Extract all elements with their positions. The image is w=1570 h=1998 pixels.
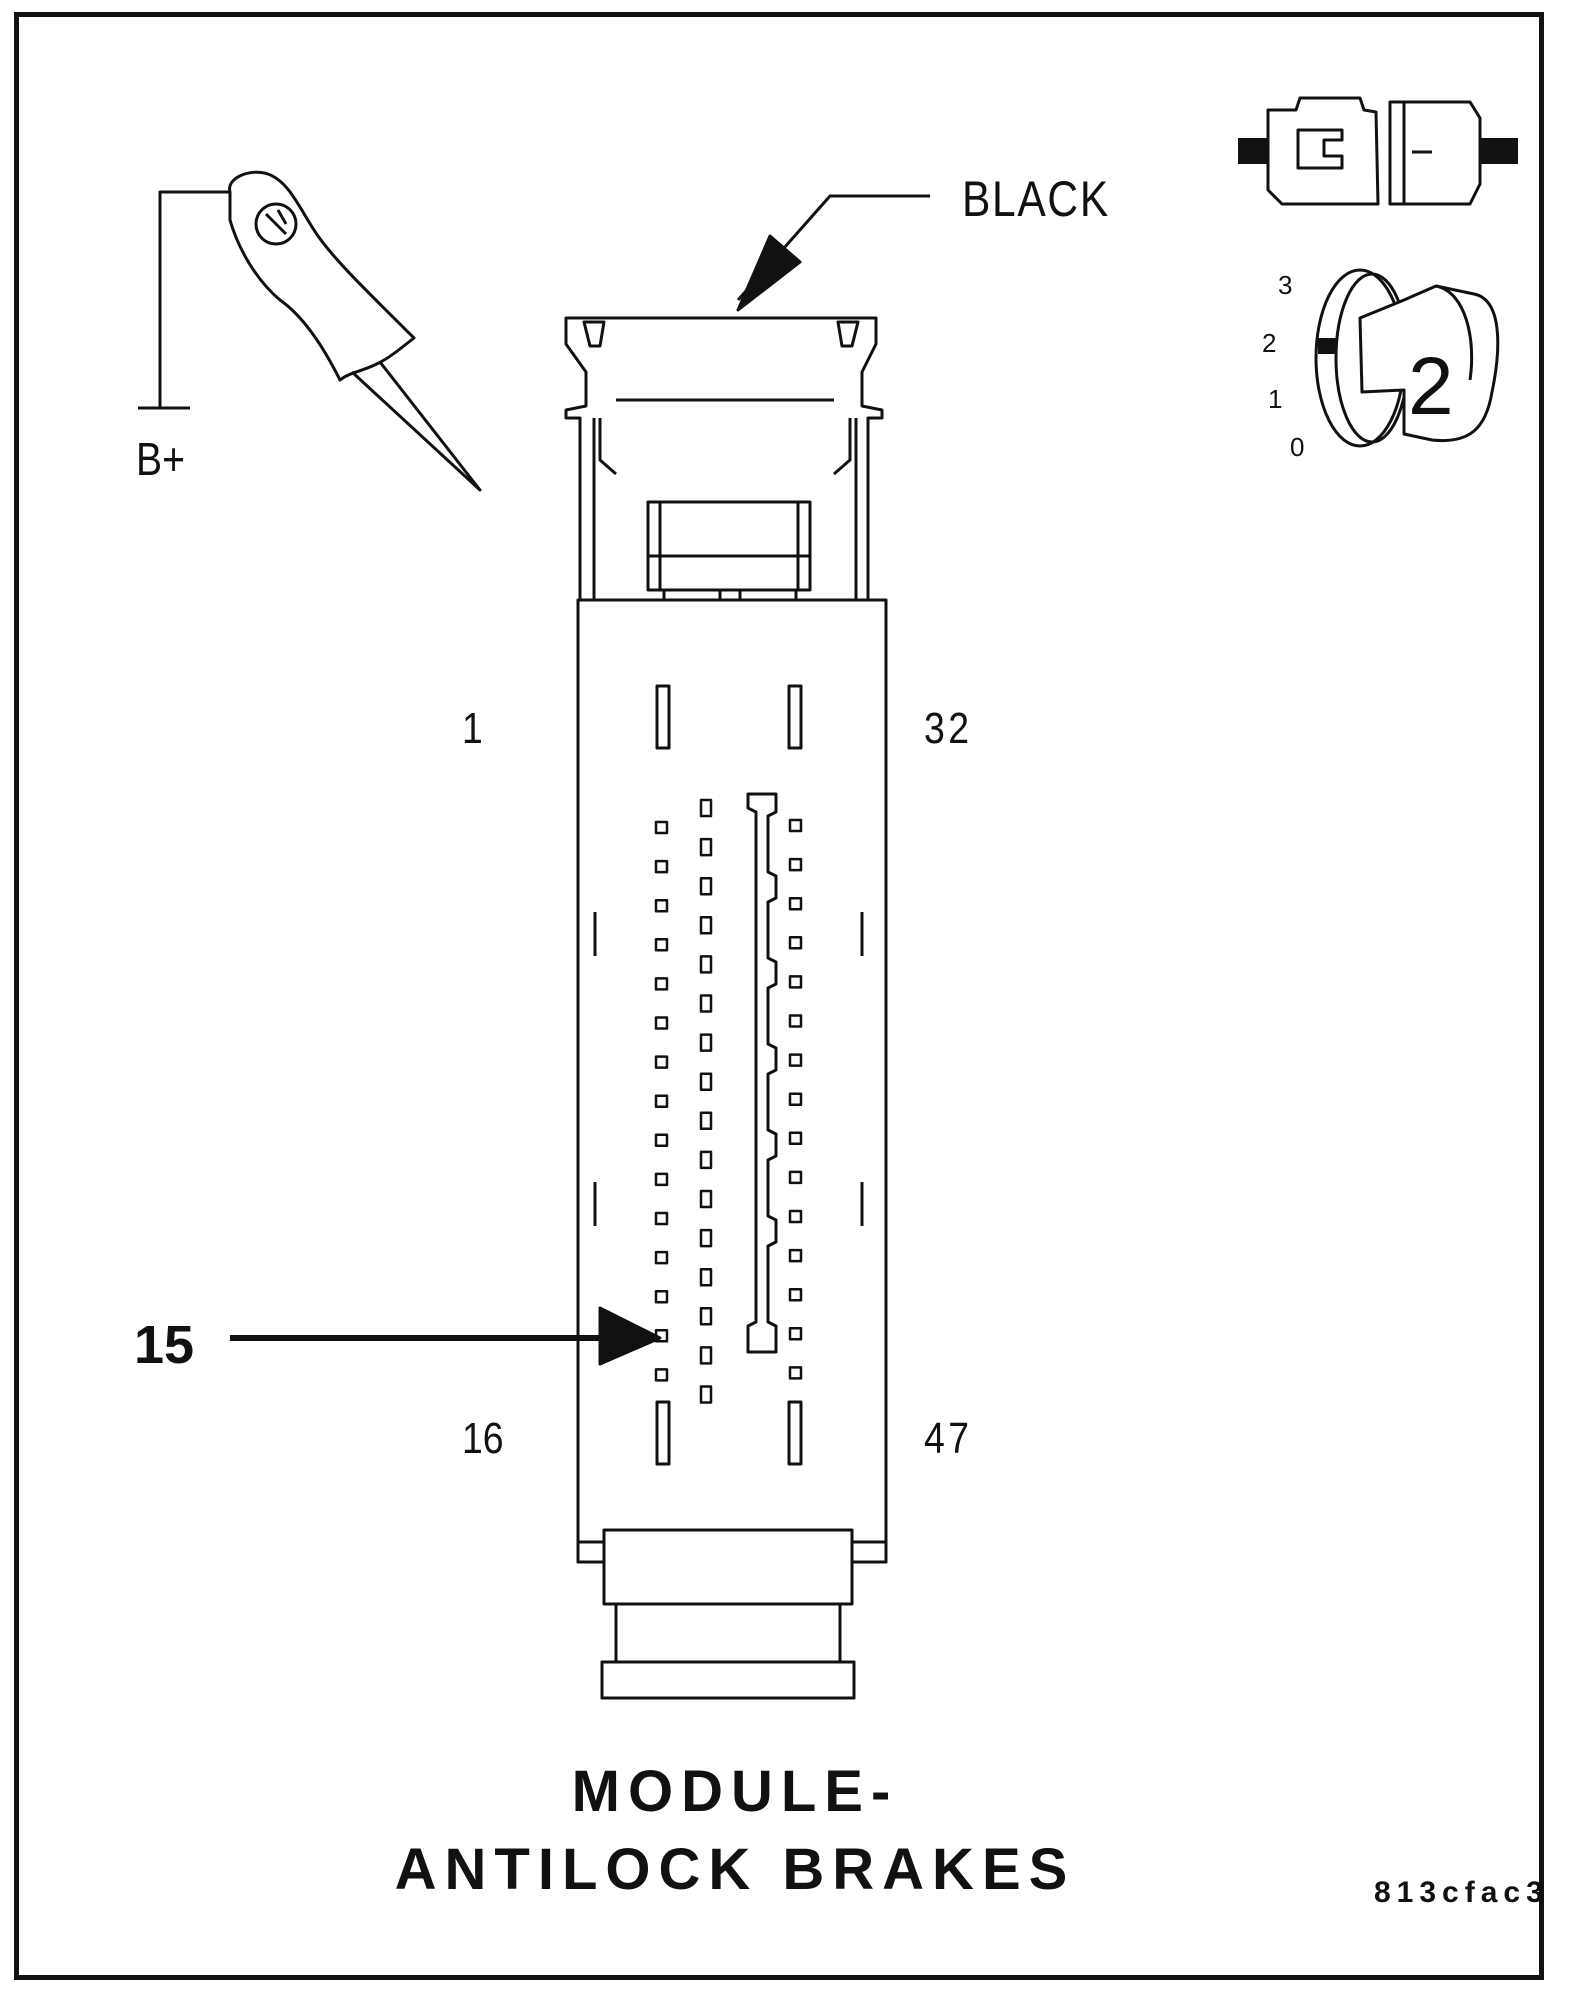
pin-cavity [654, 898, 669, 913]
pin-cavity [699, 1385, 713, 1404]
ignition-position-1: 1 [1268, 384, 1283, 414]
pin-cavity [654, 1055, 669, 1069]
pin-cavity [788, 1366, 803, 1380]
pin-cavity [699, 1228, 713, 1248]
ignition-position-0: 0 [1290, 432, 1305, 462]
pin-cavity [788, 1248, 803, 1263]
pin-cavity [654, 938, 669, 952]
pin-cavity [654, 1133, 669, 1148]
pin-cavity [654, 1250, 669, 1265]
pin-cavity [699, 1033, 713, 1052]
pin-cavity [699, 1189, 713, 1209]
pin-cavity [788, 975, 803, 989]
title-line-2: ANTILOCK BRAKES [394, 1837, 1076, 1902]
pin-cavity [654, 1172, 669, 1187]
pin-cavity [654, 1368, 669, 1382]
pin-cavity [788, 1092, 803, 1106]
title-line-1: MODULE- [571, 1759, 899, 1824]
pin-cavity [788, 1014, 803, 1028]
b-plus-label: B+ [136, 433, 185, 485]
pin-cavity [699, 876, 713, 896]
pin-47-label: 47 [924, 1414, 973, 1463]
pin-15-callout-arrow [230, 1306, 662, 1366]
pin-cavity [699, 1111, 713, 1131]
pin-callout-label: 15 [134, 1315, 195, 1375]
pin-cavity [788, 857, 803, 872]
pin-cavity [699, 1267, 713, 1287]
test-light-probe-icon [138, 170, 482, 492]
pin-cavity [654, 1289, 669, 1304]
pin-cavity [699, 994, 713, 1013]
pin-cavity [654, 859, 669, 874]
connector-rear-boot [576, 1528, 888, 1700]
pin-cavity [654, 1211, 669, 1226]
pin-cavity [788, 1287, 803, 1302]
pin-cavity [699, 916, 713, 935]
pin-cavity [699, 1150, 713, 1170]
pin-cavity [788, 936, 803, 950]
pin-cavity [699, 1072, 713, 1091]
pin-cavity [788, 1053, 803, 1067]
ignition-position-2: 2 [1262, 328, 1277, 358]
pin-cavity [788, 1170, 803, 1185]
pin-cavity [699, 798, 713, 818]
pin-cavity [654, 977, 669, 991]
pin-32-label: 32 [924, 704, 973, 753]
ignition-key-position-icon [1314, 268, 1500, 448]
disconnected-connector-icon [1238, 96, 1518, 206]
pin-cavity [788, 896, 803, 911]
pin-cavity [699, 1307, 713, 1326]
pin-cavity [654, 1016, 669, 1030]
connector-pin-cavities [654, 798, 803, 1404]
connector-body [576, 598, 888, 1554]
ignition-key-number: 2 [1408, 341, 1454, 432]
pin-cavity [699, 955, 713, 974]
pin-cavity [654, 820, 669, 835]
pin-cavity [788, 1327, 803, 1341]
connector-color-label: BLACK [962, 171, 1110, 227]
pin-cavity [654, 1094, 669, 1108]
ignition-position-3: 3 [1278, 270, 1293, 300]
pin-cavity [699, 837, 713, 857]
pin-cavity [788, 818, 803, 833]
pin-cavity [699, 1346, 713, 1365]
pin-cavity [788, 1131, 803, 1146]
pin-1-label: 1 [462, 704, 483, 753]
pin-16-label: 16 [462, 1414, 504, 1463]
pin-cavity [788, 1209, 803, 1224]
connector-upper-housing [564, 316, 884, 602]
figure-code: 813cfac3 [1374, 1876, 1549, 1909]
